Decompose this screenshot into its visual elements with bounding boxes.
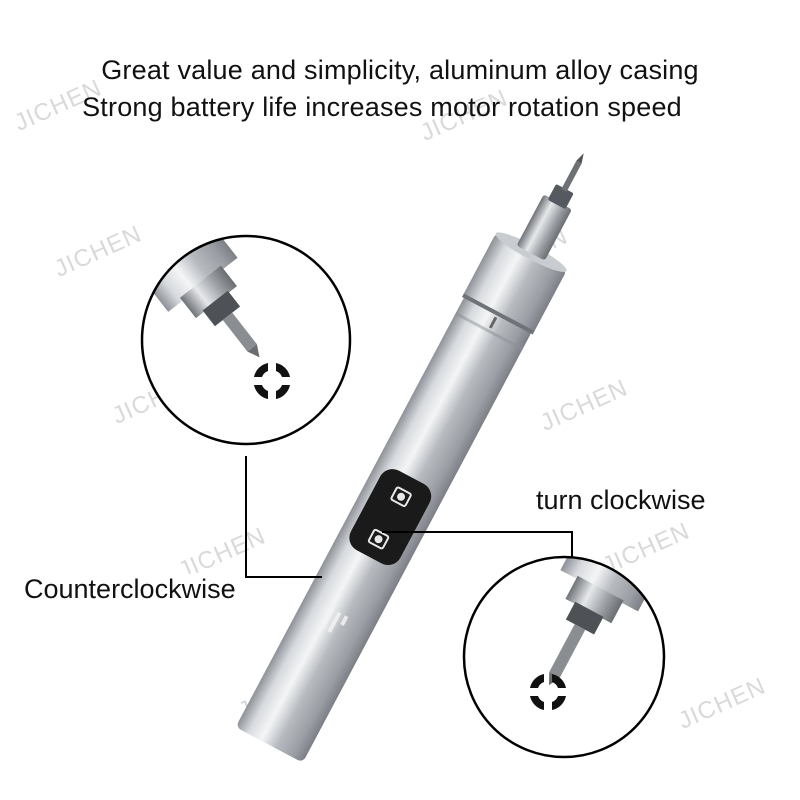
- logo-mark: [320, 607, 349, 633]
- counterclockwise-button: [367, 528, 390, 550]
- rotation-arrows-icon: [254, 363, 290, 399]
- clockwise-button: [390, 486, 412, 508]
- electric-screwdriver: [237, 153, 584, 761]
- screwdriver-bit: [561, 160, 582, 192]
- headline-line-2: Strong battery life increases motor rota…: [82, 92, 682, 122]
- label-counterclockwise: Counterclockwise: [24, 574, 238, 605]
- label-turn-clockwise: turn clockwise: [536, 485, 706, 515]
- headline-line-1: Great value and simplicity, aluminum all…: [101, 55, 699, 85]
- rotation-arrows-icon: [530, 674, 566, 710]
- zoom-clockwise: [462, 555, 666, 759]
- zoom-counterclockwise: [140, 234, 352, 446]
- leader-line-clockwise: [382, 531, 573, 557]
- leader-line-counterclockwise: [245, 456, 322, 578]
- leader-lines: [245, 456, 573, 578]
- chuck: [517, 195, 571, 260]
